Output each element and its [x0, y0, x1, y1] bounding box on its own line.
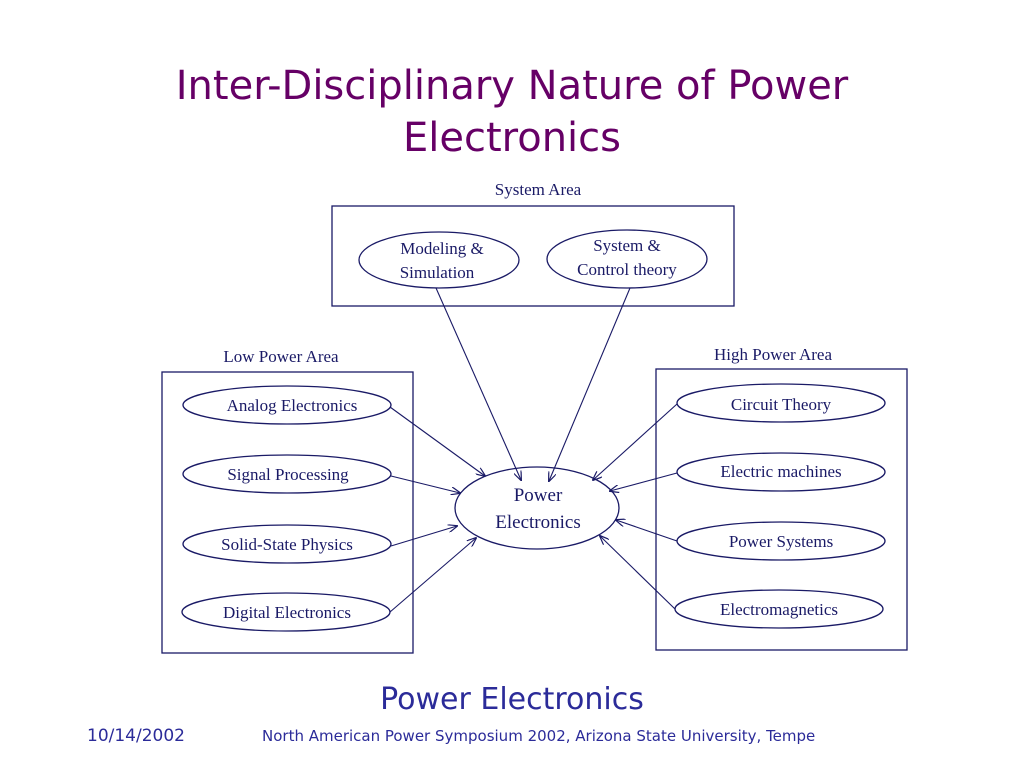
system-area-label: System Area: [495, 180, 582, 199]
node-circuit-theory: Circuit Theory: [676, 383, 886, 423]
node-em-label: Electromagnetics: [720, 600, 838, 619]
node-control-line-1: System &: [593, 236, 661, 255]
node-analog-label: Analog Electronics: [227, 396, 358, 415]
arrow-solid: [390, 526, 457, 547]
arrow-systems: [616, 520, 678, 542]
slide-title: Inter-Disciplinary Nature of Power Elect…: [0, 60, 1024, 164]
node-digital-electronics: Digital Electronics: [181, 592, 391, 632]
node-system-control-theory: System & Control theory: [546, 229, 708, 289]
arrow-modeling: [435, 287, 521, 480]
footer-conference: North American Power Symposium 2002, Ari…: [262, 727, 816, 745]
node-control-line-2: Control theory: [577, 260, 677, 279]
footer-title: Power Electronics: [380, 682, 644, 717]
arrow-analog: [389, 406, 485, 476]
high-power-area-label: High Power Area: [714, 345, 832, 364]
high-power-area-box: [655, 368, 908, 651]
system-area-box: [331, 205, 735, 307]
node-machines-label: Electric machines: [720, 462, 841, 481]
slide-title-line-1: Inter-Disciplinary Nature of Power: [175, 63, 849, 109]
arrow-digital: [389, 538, 476, 613]
footer-date: 10/14/2002: [87, 726, 185, 746]
low-power-area-label: Low Power Area: [223, 347, 339, 366]
node-electromagnetics: Electromagnetics: [674, 589, 884, 629]
node-signal-label: Signal Processing: [227, 465, 349, 484]
node-signal-processing: Signal Processing: [182, 454, 392, 494]
node-modeling-line-2: Simulation: [400, 263, 475, 282]
node-power-systems: Power Systems: [676, 521, 886, 561]
arrow-control: [549, 287, 631, 481]
slide-title-line-2: Electronics: [402, 115, 621, 161]
node-systems-label: Power Systems: [729, 532, 833, 551]
arrow-machines: [610, 472, 678, 491]
center-line-2: Electronics: [495, 512, 580, 533]
arrow-em: [600, 536, 676, 610]
node-digital-label: Digital Electronics: [223, 603, 351, 622]
node-power-electronics-center: Power Electronics: [454, 466, 620, 550]
low-power-area-box: [161, 371, 414, 654]
node-solid-state-physics: Solid-State Physics: [182, 524, 392, 564]
center-line-1: Power: [514, 485, 563, 506]
node-modeling-line-1: Modeling &: [400, 239, 484, 258]
node-analog-electronics: Analog Electronics: [182, 385, 392, 425]
node-modeling-simulation: Modeling & Simulation: [358, 231, 520, 289]
node-electric-machines: Electric machines: [676, 452, 886, 492]
arrow-signal: [390, 475, 460, 493]
arrow-circuit: [593, 403, 678, 480]
node-solid-label: Solid-State Physics: [221, 535, 353, 554]
node-circuit-label: Circuit Theory: [731, 395, 832, 414]
arrows: [389, 287, 678, 613]
